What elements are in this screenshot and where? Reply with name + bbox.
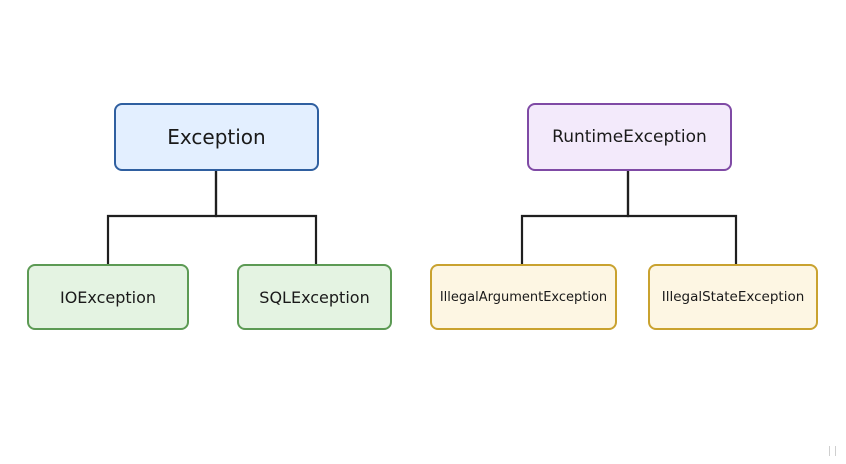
node-sql-exception: SQLException [237,264,392,330]
node-sql-exception-label: SQLException [259,287,370,307]
node-io-exception: IOException [27,264,189,330]
node-exception: Exception [114,103,319,171]
edge-runtime-to-illegalargument [520,171,630,264]
node-exception-label: Exception [167,125,266,149]
node-illegal-state-exception-label: IllegalStateException [661,289,805,305]
edge-runtime-to-illegalstate [626,171,738,264]
node-runtime-exception-label: RuntimeException [552,127,707,147]
node-runtime-exception: RuntimeException [527,103,732,171]
node-io-exception-label: IOException [59,287,157,307]
corner-mark-icon [829,446,836,456]
edge-exception-to-sqlexception [214,171,318,264]
node-illegal-argument-exception: IllegalArgumentException [430,264,617,330]
node-illegal-argument-exception-label: IllegalArgumentException [439,289,608,305]
edge-exception-to-ioexception [106,171,218,264]
node-illegal-state-exception: IllegalStateException [648,264,818,330]
